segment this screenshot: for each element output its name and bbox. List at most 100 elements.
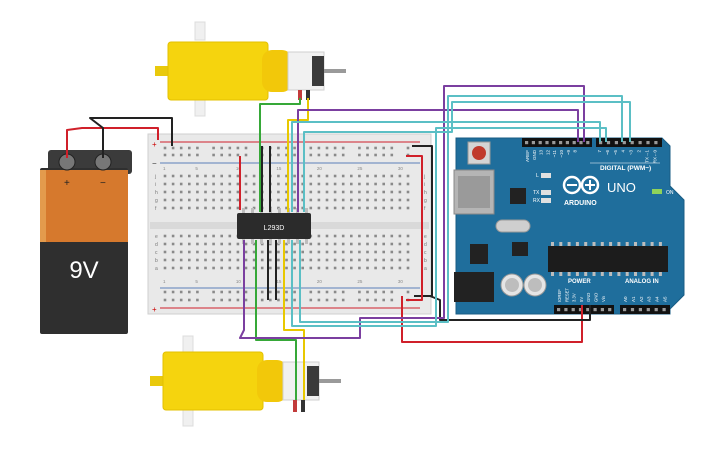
breadboard-hole[interactable]	[341, 242, 345, 246]
breadboard-hole[interactable]	[374, 190, 377, 194]
breadboard-hole[interactable]	[179, 198, 183, 202]
rail-hole[interactable]	[374, 290, 377, 294]
breadboard-hole[interactable]	[188, 190, 191, 194]
breadboard-hole[interactable]	[317, 198, 321, 202]
breadboard-hole[interactable]	[301, 266, 304, 270]
breadboard-hole[interactable]	[341, 250, 345, 254]
header-pin[interactable]	[586, 141, 590, 145]
breadboard-hole[interactable]	[204, 174, 207, 178]
rail-hole[interactable]	[341, 290, 345, 294]
header-pin[interactable]	[572, 141, 576, 145]
breadboard-hole[interactable]	[220, 206, 223, 210]
header-pin[interactable]	[559, 141, 563, 145]
rail-hole[interactable]	[277, 153, 280, 157]
header-pin[interactable]	[606, 141, 611, 145]
breadboard-hole[interactable]	[171, 206, 175, 210]
breadboard-hole[interactable]	[204, 190, 207, 194]
breadboard-hole[interactable]	[188, 258, 191, 262]
rail-hole[interactable]	[358, 290, 361, 294]
breadboard-hole[interactable]	[163, 258, 167, 262]
breadboard-hole[interactable]	[366, 258, 369, 262]
breadboard-hole[interactable]	[171, 266, 175, 270]
breadboard-hole[interactable]	[317, 206, 321, 210]
breadboard-hole[interactable]	[171, 174, 175, 178]
breadboard-hole[interactable]	[252, 266, 256, 270]
breadboard-hole[interactable]	[285, 182, 288, 186]
breadboard-hole[interactable]	[252, 198, 256, 202]
header-pin[interactable]	[565, 141, 569, 145]
rail-hole[interactable]	[236, 146, 240, 150]
breadboard-hole[interactable]	[358, 234, 361, 238]
breadboard-hole[interactable]	[196, 242, 199, 246]
breadboard-hole[interactable]	[244, 182, 248, 186]
rail-hole[interactable]	[163, 290, 167, 294]
rail-hole[interactable]	[179, 146, 183, 150]
breadboard-hole[interactable]	[252, 242, 256, 246]
breadboard-hole[interactable]	[212, 182, 215, 186]
rail-hole[interactable]	[317, 146, 321, 150]
breadboard-hole[interactable]	[163, 266, 167, 270]
breadboard-hole[interactable]	[382, 190, 385, 194]
breadboard-hole[interactable]	[163, 190, 167, 194]
rail-hole[interactable]	[382, 290, 385, 294]
rail-hole[interactable]	[277, 146, 280, 150]
header-pin[interactable]	[662, 308, 666, 312]
rail-hole[interactable]	[188, 153, 191, 157]
breadboard-hole[interactable]	[366, 206, 369, 210]
breadboard-hole[interactable]	[277, 174, 280, 178]
header-pin[interactable]	[564, 308, 568, 312]
breadboard-hole[interactable]	[252, 174, 256, 178]
breadboard-hole[interactable]	[236, 242, 240, 246]
rail-hole[interactable]	[390, 153, 394, 157]
breadboard-hole[interactable]	[163, 242, 167, 246]
breadboard-hole[interactable]	[277, 258, 280, 262]
breadboard-hole[interactable]	[341, 182, 345, 186]
rail-hole[interactable]	[196, 290, 199, 294]
breadboard-hole[interactable]	[293, 190, 296, 194]
breadboard-hole[interactable]	[333, 182, 337, 186]
breadboard-hole[interactable]	[220, 266, 223, 270]
breadboard-hole[interactable]	[358, 198, 361, 202]
breadboard-hole[interactable]	[196, 266, 199, 270]
breadboard-hole[interactable]	[406, 206, 410, 210]
breadboard-hole[interactable]	[163, 198, 167, 202]
breadboard-hole[interactable]	[382, 258, 385, 262]
rail-hole[interactable]	[341, 146, 345, 150]
breadboard-hole[interactable]	[406, 242, 410, 246]
breadboard-hole[interactable]	[236, 190, 240, 194]
breadboard-hole[interactable]	[204, 206, 207, 210]
header-pin[interactable]	[630, 141, 634, 145]
breadboard-hole[interactable]	[188, 206, 191, 210]
header-pin[interactable]	[638, 308, 642, 312]
breadboard-hole[interactable]	[366, 182, 369, 186]
rail-hole[interactable]	[179, 153, 183, 157]
breadboard-hole[interactable]	[390, 190, 394, 194]
rail-hole[interactable]	[366, 290, 369, 294]
breadboard-hole[interactable]	[301, 198, 304, 202]
breadboard-hole[interactable]	[196, 258, 199, 262]
breadboard-hole[interactable]	[317, 250, 321, 254]
breadboard-hole[interactable]	[333, 242, 337, 246]
header-pin[interactable]	[622, 141, 626, 145]
rail-hole[interactable]	[390, 146, 394, 150]
breadboard-hole[interactable]	[204, 242, 207, 246]
rail-hole[interactable]	[171, 153, 175, 157]
breadboard-hole[interactable]	[212, 250, 215, 254]
breadboard-hole[interactable]	[204, 234, 207, 238]
breadboard-hole[interactable]	[309, 174, 313, 178]
breadboard-hole[interactable]	[341, 174, 345, 178]
breadboard-hole[interactable]	[163, 182, 167, 186]
breadboard-hole[interactable]	[220, 182, 223, 186]
breadboard-hole[interactable]	[204, 258, 207, 262]
breadboard-hole[interactable]	[244, 250, 248, 254]
breadboard-hole[interactable]	[325, 250, 329, 254]
breadboard-hole[interactable]	[179, 190, 183, 194]
breadboard-hole[interactable]	[204, 266, 207, 270]
breadboard-hole[interactable]	[188, 266, 191, 270]
rail-hole[interactable]	[220, 153, 223, 157]
breadboard-hole[interactable]	[277, 266, 280, 270]
breadboard-hole[interactable]	[406, 250, 410, 254]
rail-hole[interactable]	[196, 153, 199, 157]
header-pin[interactable]	[557, 308, 561, 312]
breadboard-hole[interactable]	[196, 174, 199, 178]
